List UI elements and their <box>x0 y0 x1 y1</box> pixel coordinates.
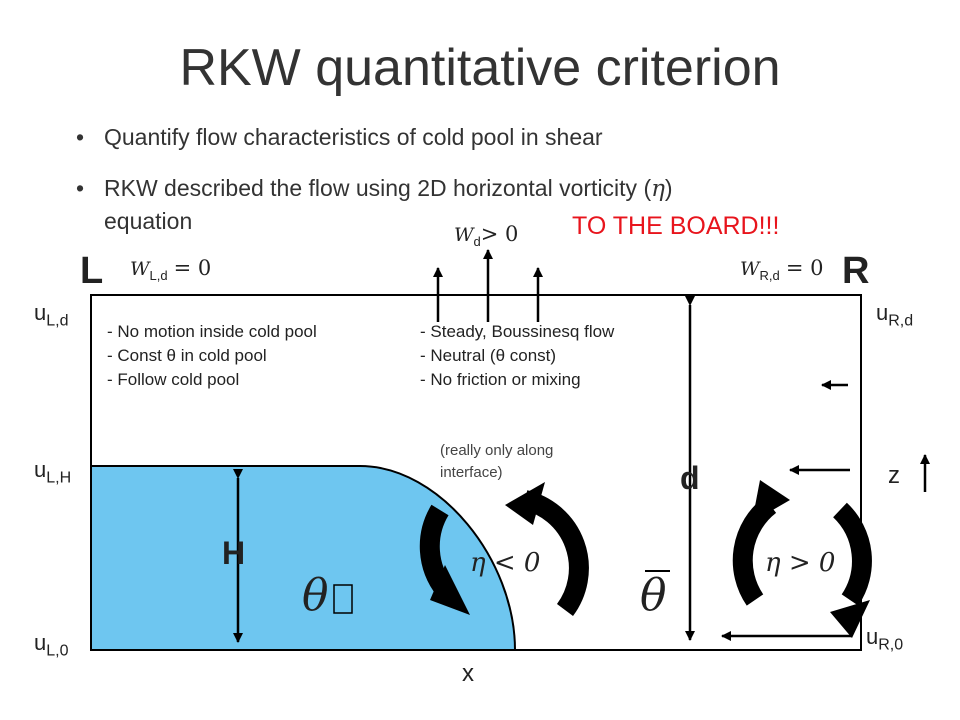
assumption-item: - Neutral (θ const) <box>420 346 557 365</box>
vorticity-positive-arrowhead-2 <box>830 600 870 638</box>
assumption-item: - Steady, Boussinesq flow <box>420 322 615 341</box>
interface-note: (really only along interface) <box>440 442 554 481</box>
z-axis-label: z <box>888 462 900 489</box>
bullet-2-text: RKW described the flow using 2D horizont… <box>104 175 652 201</box>
depth-label: d <box>680 460 700 496</box>
cold-pool <box>90 465 517 651</box>
bullet-1-text: Quantify flow characteristics of cold po… <box>104 124 603 150</box>
right-side-label: R <box>842 250 870 292</box>
domain-box <box>90 294 862 651</box>
assumptions-left: - No motion inside cold pool - Const θ i… <box>107 320 317 392</box>
bullet-2-line-2: equation <box>104 208 193 234</box>
u-right-top-label: uR,d <box>876 300 914 330</box>
w-rd-label: WR,d = 0 <box>740 256 824 283</box>
u-right-bottom-label: uR,0 <box>866 624 904 654</box>
assumption-item: - No motion inside cold pool <box>107 322 317 341</box>
assumption-item: - Follow cold pool <box>107 370 240 389</box>
vorticity-negative-arrowhead-1 <box>430 565 470 615</box>
theta-cold-pool: θ <box>302 570 329 621</box>
u-left-h-label: uL,H <box>34 457 72 487</box>
eta-positive-label: η > 0 <box>765 548 836 578</box>
bullet-1: • Quantify flow characteristics of cold … <box>76 124 603 151</box>
theta-environment: θ <box>640 570 667 621</box>
bullet-2-close: ) <box>664 175 673 201</box>
vorticity-negative-arrowhead-2 <box>505 482 545 525</box>
u-left-top-label: uL,d <box>34 300 69 330</box>
assumption-item: - No friction or mixing <box>420 370 581 389</box>
bullet-2-eta: η <box>651 176 665 202</box>
left-side-label: L <box>80 250 104 292</box>
bullet-2: • RKW described the flow using 2D horizo… <box>76 175 673 202</box>
bullet-dot: • <box>76 124 85 150</box>
height-label: H <box>222 535 246 571</box>
w-d-label: Wd> 0 <box>454 222 519 249</box>
assumption-item: - Const θ in cold pool <box>107 346 267 365</box>
x-axis-label: x <box>462 660 474 687</box>
w-ld-label: WL,d = 0 <box>130 256 212 283</box>
eta-negative-label: η < 0 <box>470 548 541 578</box>
vorticity-positive-arrowhead-1 <box>752 480 790 522</box>
slide-title: RKW quantitative criterion <box>179 39 781 97</box>
assumptions-right: - Steady, Boussinesq flow - Neutral (θ c… <box>420 320 614 392</box>
theta-prime-box <box>333 584 353 614</box>
u-left-bottom-label: uL,0 <box>34 630 69 660</box>
bullet-dot: • <box>76 175 85 201</box>
board-note: TO THE BOARD!!! <box>572 212 780 240</box>
